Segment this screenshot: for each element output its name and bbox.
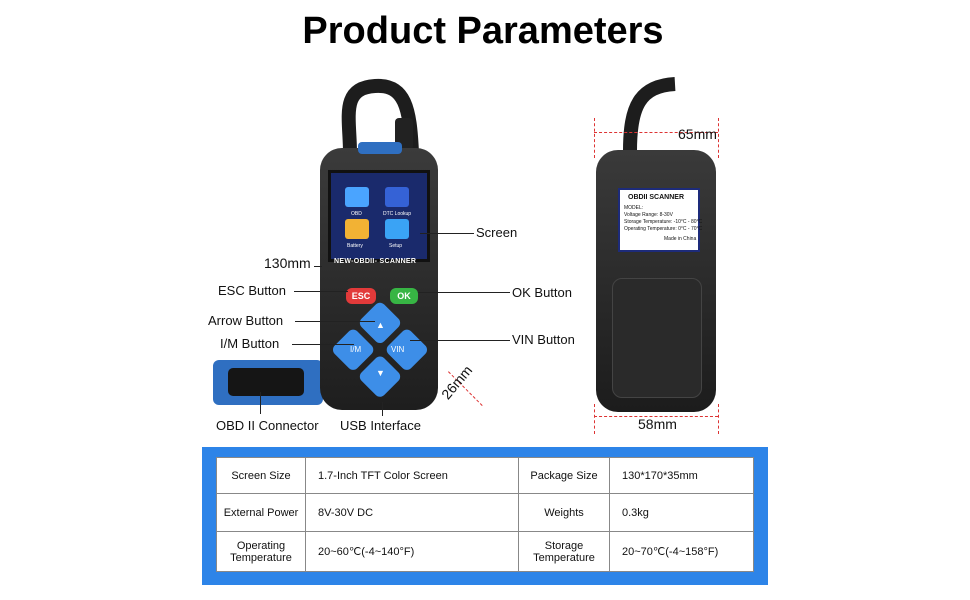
top-blue-clip xyxy=(358,142,402,154)
obd-callout-line xyxy=(260,392,261,414)
spec-table: Screen Size 1.7-Inch TFT Color Screen Pa… xyxy=(216,457,754,572)
vin-callout-line xyxy=(410,340,510,341)
arrow-callout-line xyxy=(295,321,375,322)
setup-app-icon xyxy=(385,219,409,239)
screen-label: Screen xyxy=(476,225,518,240)
spec-sticker: OBDII SCANNER MODEL: Voltage Range: 8-30… xyxy=(618,188,703,252)
back-cable xyxy=(623,77,676,152)
up-arrow-icon: ▲ xyxy=(376,320,385,330)
sticker-voltage: Voltage Range: 8-30V xyxy=(624,212,673,218)
setup-app-label: Setup xyxy=(389,243,403,249)
dimension-depth: 26mm xyxy=(438,362,476,403)
spec-label: Screen Size xyxy=(216,457,306,494)
device-brand: NEW-OBDII- SCANNER xyxy=(334,258,417,265)
esc-device-button: ESC xyxy=(346,288,376,304)
arrow-button-label: Arrow Button xyxy=(208,313,284,328)
spec-label: Operating Temperature xyxy=(216,531,306,572)
esc-button-label: ESC Button xyxy=(218,283,286,298)
obd-connector-head xyxy=(228,368,304,396)
spec-value: 130*170*35mm xyxy=(609,457,754,494)
cable xyxy=(341,78,419,154)
spec-label: Package Size xyxy=(518,457,610,494)
sticker-made-in: Made in China xyxy=(664,236,697,242)
dimension-width-top: 65mm xyxy=(678,126,717,142)
obd-connector-label: OBD II Connector xyxy=(216,418,319,433)
width-dash-right xyxy=(718,118,719,158)
sticker-operating-temp: Operating Temperature: 0°C - 70°C xyxy=(624,226,703,232)
im-button-label: I/M Button xyxy=(220,336,280,351)
table-row: Screen Size 1.7-Inch TFT Color Screen Pa… xyxy=(216,457,754,494)
obd-app-label: OBD xyxy=(351,211,362,217)
spec-label: External Power xyxy=(216,493,306,532)
bottom-dash-right xyxy=(718,404,719,434)
table-row: Operating Temperature 20~60℃(-4~140°F) S… xyxy=(216,531,754,572)
width-dash-left xyxy=(594,118,595,158)
product-parameters-frame: Product Parameters OBD DTC Lookup Batter… xyxy=(180,0,786,600)
usb-interface-label: USB Interface xyxy=(340,418,421,433)
spec-label: Weights xyxy=(518,493,610,532)
spec-value: 20~70℃(-4~158°F) xyxy=(609,531,754,572)
obd-app-icon xyxy=(345,187,369,207)
page-title: Product Parameters xyxy=(302,10,664,52)
back-battery-cover xyxy=(612,278,702,398)
ok-device-button: OK xyxy=(390,288,418,304)
esc-callout-line xyxy=(294,291,348,292)
spec-value: 8V-30V DC xyxy=(305,493,519,532)
bottom-dash-left xyxy=(594,404,595,434)
spec-label: Storage Temperature xyxy=(518,531,610,572)
scanner-back: OBDII SCANNER MODEL: Voltage Range: 8-30… xyxy=(596,150,716,412)
callout-line-height xyxy=(314,266,322,267)
table-row: External Power 8V-30V DC Weights 0.3kg xyxy=(216,493,754,532)
device-screen: OBD DTC Lookup Battery Setup xyxy=(328,170,430,262)
scanner-front: OBD DTC Lookup Battery Setup NEW-OBDII- … xyxy=(320,142,438,410)
battery-app-label: Battery xyxy=(347,243,363,249)
ok-callout-line xyxy=(418,292,510,293)
spec-panel: Screen Size 1.7-Inch TFT Color Screen Pa… xyxy=(202,447,768,585)
dimension-width-bottom: 58mm xyxy=(638,416,677,432)
sticker-storage-temp: Storage Temperature: -10°C - 80°C xyxy=(624,219,703,225)
spec-value: 20~60℃(-4~140°F) xyxy=(305,531,519,572)
dtc-lookup-app-icon xyxy=(385,187,409,207)
usb-callout-line xyxy=(382,402,383,416)
im-device-button: I/M xyxy=(350,345,362,354)
sticker-title: OBDII SCANNER xyxy=(628,194,685,201)
spec-value: 0.3kg xyxy=(609,493,754,532)
dimension-height: 130mm xyxy=(264,255,311,271)
width-dash-top xyxy=(594,132,718,133)
width-dash-bottom xyxy=(594,416,718,417)
arrow-dpad xyxy=(326,300,433,407)
ok-button-label: OK Button xyxy=(512,285,572,300)
screen-callout-line xyxy=(420,233,474,234)
down-arrow-icon: ▼ xyxy=(376,368,385,378)
vin-button-label: VIN Button xyxy=(512,332,575,347)
vin-device-button: VIN xyxy=(391,345,405,354)
im-callout-line xyxy=(292,344,354,345)
dtc-lookup-app-label: DTC Lookup xyxy=(383,211,412,217)
battery-app-icon xyxy=(345,219,369,239)
sticker-model: MODEL: xyxy=(624,205,644,211)
spec-value: 1.7-Inch TFT Color Screen xyxy=(305,457,519,494)
